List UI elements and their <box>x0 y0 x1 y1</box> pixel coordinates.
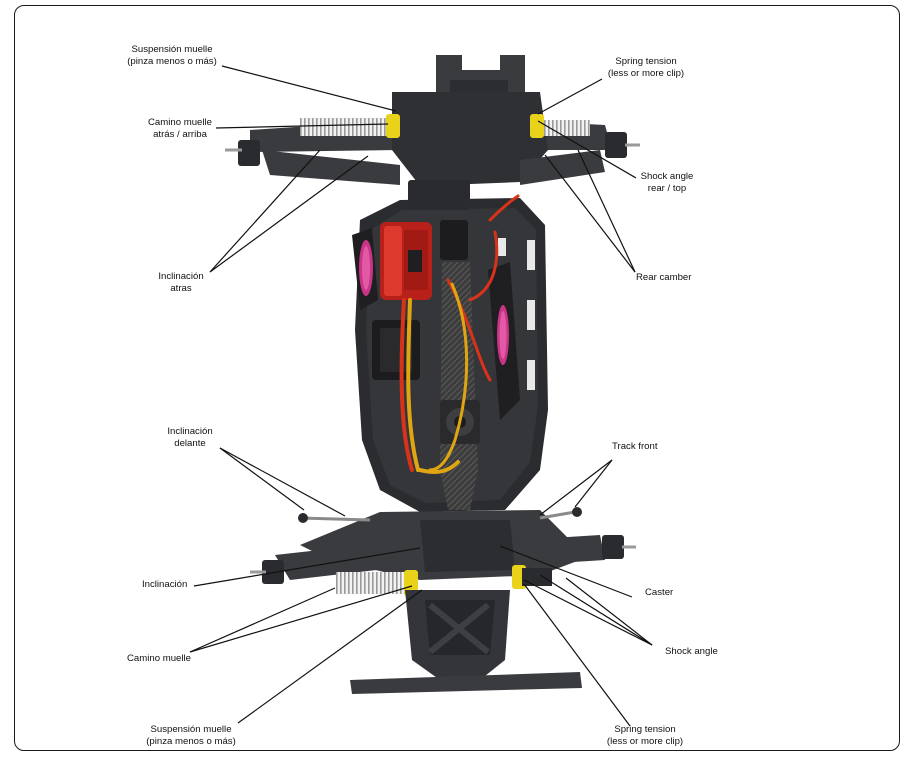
label-suspension-rear-es: Suspensión muelle (pinza menos o más) <box>127 44 217 67</box>
label-spring-tension-front: Spring tension (less or more clip) <box>606 724 684 747</box>
label-inclinacion-atras: Inclinación atras <box>158 271 204 294</box>
wires <box>399 194 520 474</box>
label-camino-muelle: Camino muelle <box>127 653 191 664</box>
leader-lines <box>189 65 653 727</box>
label-rear-camber: Rear camber <box>636 272 692 283</box>
right-decal <box>488 262 520 420</box>
rear-assembly <box>225 55 640 210</box>
label-caster: Caster <box>645 587 674 598</box>
left-decal <box>352 228 378 310</box>
label-shock-angle-rear: Shock angle rear / top <box>640 171 694 194</box>
label-camino-muelle-rear: Camino muelle atrás / arriba <box>148 117 212 140</box>
label-spring-tension-rear: Spring tension (less or more clip) <box>607 56 685 79</box>
label-shock-angle: Shock angle <box>665 646 718 657</box>
motor <box>380 222 432 300</box>
label-track-front: Track front <box>612 441 658 452</box>
label-inclinacion-delante: Inclinación delante <box>167 426 213 449</box>
label-inclinacion: Inclinación <box>142 579 188 590</box>
diagram-frame <box>14 5 900 751</box>
label-suspension-front-es: Suspensión muelle (pinza menos o más) <box>146 724 236 747</box>
